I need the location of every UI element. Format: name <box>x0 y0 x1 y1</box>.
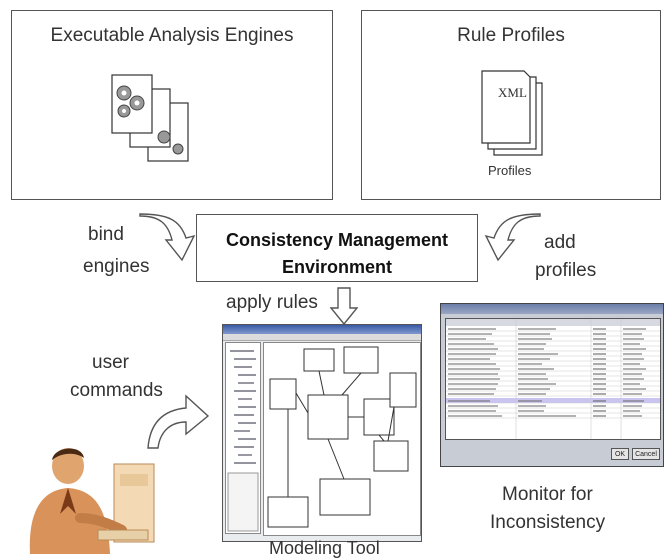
profiles-label: profiles <box>535 260 597 281</box>
tool-menubar <box>223 334 421 341</box>
bind-engines-arrow <box>139 213 196 262</box>
analysis-engines-box: Executable Analysis Engines <box>11 10 333 200</box>
monitor-table <box>445 318 661 440</box>
xml-documents-icon <box>481 70 543 156</box>
add-label: add <box>544 232 576 253</box>
user-commands-arrow <box>147 394 210 449</box>
apply-rules-down-arrow <box>329 287 359 326</box>
user-label: user <box>92 352 129 373</box>
commands-label: commands <box>70 380 163 401</box>
rule-profiles-box: Rule Profiles XML Profiles <box>361 10 661 200</box>
monitor-caption-line2: Inconsistency <box>490 512 606 533</box>
cme-title-line1: Consistency Management <box>225 230 449 250</box>
engines-label: engines <box>83 256 150 277</box>
tool-titlebar <box>223 325 421 334</box>
monitor-cancel-button[interactable]: Cancel <box>632 448 660 460</box>
analysis-engines-title: Executable Analysis Engines <box>50 25 294 46</box>
monitor-titlebar <box>441 304 663 314</box>
apply-rules-label: apply rules <box>226 292 318 313</box>
gear-documents-icon <box>111 74 189 162</box>
user-at-computer-illustration <box>29 448 155 554</box>
cme-box: Consistency Management Environment <box>196 214 478 282</box>
rule-profiles-title: Rule Profiles <box>457 25 565 46</box>
monitor-window: OK Cancel <box>440 303 664 467</box>
tool-diagram-canvas <box>263 342 421 536</box>
monitor-ok-button[interactable]: OK <box>611 448 629 460</box>
tool-tree-panel <box>225 342 261 534</box>
add-profiles-arrow <box>484 213 541 262</box>
cme-title-line2: Environment <box>281 257 392 277</box>
modeling-tool-caption: Modeling Tool <box>269 538 380 558</box>
profiles-caption: Profiles <box>488 163 532 178</box>
modeling-tool-window <box>222 324 422 542</box>
xml-label: XML <box>498 85 527 100</box>
bind-label: bind <box>88 224 124 245</box>
monitor-caption-line1: Monitor for <box>502 484 593 505</box>
